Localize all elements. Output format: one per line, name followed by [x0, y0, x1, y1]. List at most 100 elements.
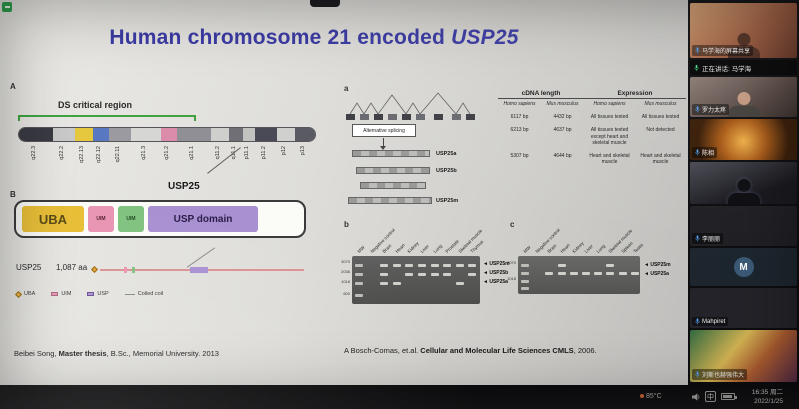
gel-band [569, 272, 578, 275]
band-label-q21.3: q21.3 [141, 146, 148, 160]
gel-lane-label-lung: Lung [595, 243, 607, 254]
schematic-pointer-line [186, 247, 216, 268]
person-figure [722, 91, 766, 117]
participant-name-label: Mahpiret [692, 317, 729, 326]
figure-c-label: c [510, 220, 515, 229]
participant-thumbnail-陈相[interactable]: 陈相 [690, 119, 797, 160]
clock-date: 2022/1/25 [754, 398, 783, 406]
participant-thumbnail-罗力太疼[interactable]: 罗力太疼 [690, 77, 797, 117]
battery-icon [721, 393, 737, 400]
gel-band [557, 272, 566, 275]
participant-thumbnail-李丽丽[interactable]: 李丽丽 [690, 206, 797, 246]
mw-value-2036: 2036 [341, 269, 350, 274]
chromosome-band-q22.11 [109, 128, 131, 141]
gel-band [355, 294, 363, 297]
gel-band [618, 272, 627, 275]
mic-icon [695, 371, 700, 378]
system-tray[interactable]: 中 [692, 391, 737, 402]
gel-arrow-USP25m: ◄ USP25m [483, 261, 510, 267]
gel-band [606, 264, 615, 267]
legend-item-uim: UIM [51, 291, 71, 297]
legend-item-usp: USP [87, 291, 109, 297]
transcript-label-USP25m: USP25m [436, 197, 459, 204]
gel-band [392, 264, 401, 267]
person-torso [727, 193, 760, 204]
speaker-icon[interactable] [692, 392, 700, 401]
gel-lane-label-heart: Heart [394, 242, 406, 254]
participant-thumbnail-马学海的屏幕共享[interactable]: 马学海的屏幕共享 [690, 3, 797, 58]
gel-lane-label-kidney: Kidney [571, 240, 585, 254]
usp-icon [87, 291, 95, 297]
table-cell: All tissues tested [590, 114, 629, 120]
table-cell: 4644 bp [553, 153, 572, 159]
band-label-p12: p12 [281, 146, 288, 156]
person-torso [727, 106, 760, 117]
gel-band [582, 272, 590, 275]
panel-a-label: A [10, 82, 16, 91]
gel-c-image [518, 256, 640, 294]
system-taskbar: 85°C 中 16:35 周二 2022/1/25 [0, 385, 799, 409]
splicing-arrow [383, 138, 384, 146]
meeting-toolbar-collapsed-tab[interactable] [310, 0, 340, 7]
clock-time: 16:35 周二 [751, 389, 783, 396]
usp25-domain-diagram: UBA UIM UIM USP domain [14, 200, 306, 238]
table-subheader-4: Mus musculus [644, 101, 677, 107]
gel-arrow-USP25a: ◄ USP25a [644, 271, 669, 277]
chromosome-band-p11.1 [243, 128, 255, 141]
citation-right-pre: A Bosch-Comas, et.al. [344, 346, 421, 355]
gel-band [418, 264, 426, 267]
band-label-q22.3: q22.3 [31, 146, 38, 160]
gel-lane-label-liver: Liver [419, 243, 430, 254]
band-label-q22.11: q22.11 [115, 146, 122, 163]
participant-thumbnail-刘斯也赫强伟大[interactable]: 刘斯也赫强伟大 [690, 330, 797, 382]
participant-thumbnail-M[interactable]: M [690, 248, 797, 286]
gel-band [606, 272, 615, 275]
usp-box [190, 267, 208, 273]
participant-thumbnail-Mahpiret[interactable]: Mahpiret [690, 288, 797, 328]
gel-arrow-USP25b: ◄ USP25b [483, 270, 509, 276]
gel-lane-label-testis: Testis [632, 242, 644, 254]
protein-length: 1,087 aa [56, 263, 88, 272]
chromosome-band-q22.3 [19, 128, 53, 141]
citation-left: Beibei Song, Master thesis, B.Sc., Memor… [14, 349, 219, 358]
gel-band [392, 282, 401, 285]
slide-title: Human chromosome 21 encoded USP25 [20, 26, 608, 50]
uba-domain: UBA [22, 206, 84, 232]
gel-band [557, 264, 566, 267]
band-label-p11.1: p11.1 [244, 146, 251, 160]
table-cell: Heart and skeletal muscle [589, 153, 630, 166]
chromosome-band-p11.2 [255, 128, 277, 141]
uim1-domain: UIM [88, 206, 114, 232]
screen-share-indicator-icon [2, 2, 12, 12]
gel-band [468, 264, 477, 267]
chromosome-band-q11.2 [211, 128, 229, 141]
gel-band [355, 264, 363, 267]
table-cell: All tissues tested [641, 114, 680, 120]
band-label-q22.13: q22.13 [79, 146, 86, 163]
gel-band [521, 287, 529, 290]
table-cell: 6213 bp [510, 127, 529, 134]
participant-thumbnail-silhouette[interactable] [690, 162, 797, 204]
gel-band [455, 282, 464, 285]
transcript-bar-USP25b [356, 167, 430, 174]
gel-band [405, 273, 414, 276]
mw-value-3070: 3070 [507, 260, 516, 265]
citation-right: A Bosch-Comas, et.al. Cellular and Molec… [344, 346, 597, 355]
transcript-label-USP25a: USP25a [436, 150, 457, 157]
system-clock[interactable]: 16:35 周二 2022/1/25 [752, 388, 783, 406]
transcript-bar-USP25a [352, 150, 430, 157]
ime-indicator[interactable]: 中 [705, 391, 716, 402]
band-label-q21.2: q21.2 [164, 146, 171, 160]
table-header-cdna: cDNA length [498, 90, 584, 99]
gel-band [468, 273, 477, 276]
mic-icon [695, 318, 700, 325]
mic-icon [695, 149, 700, 156]
